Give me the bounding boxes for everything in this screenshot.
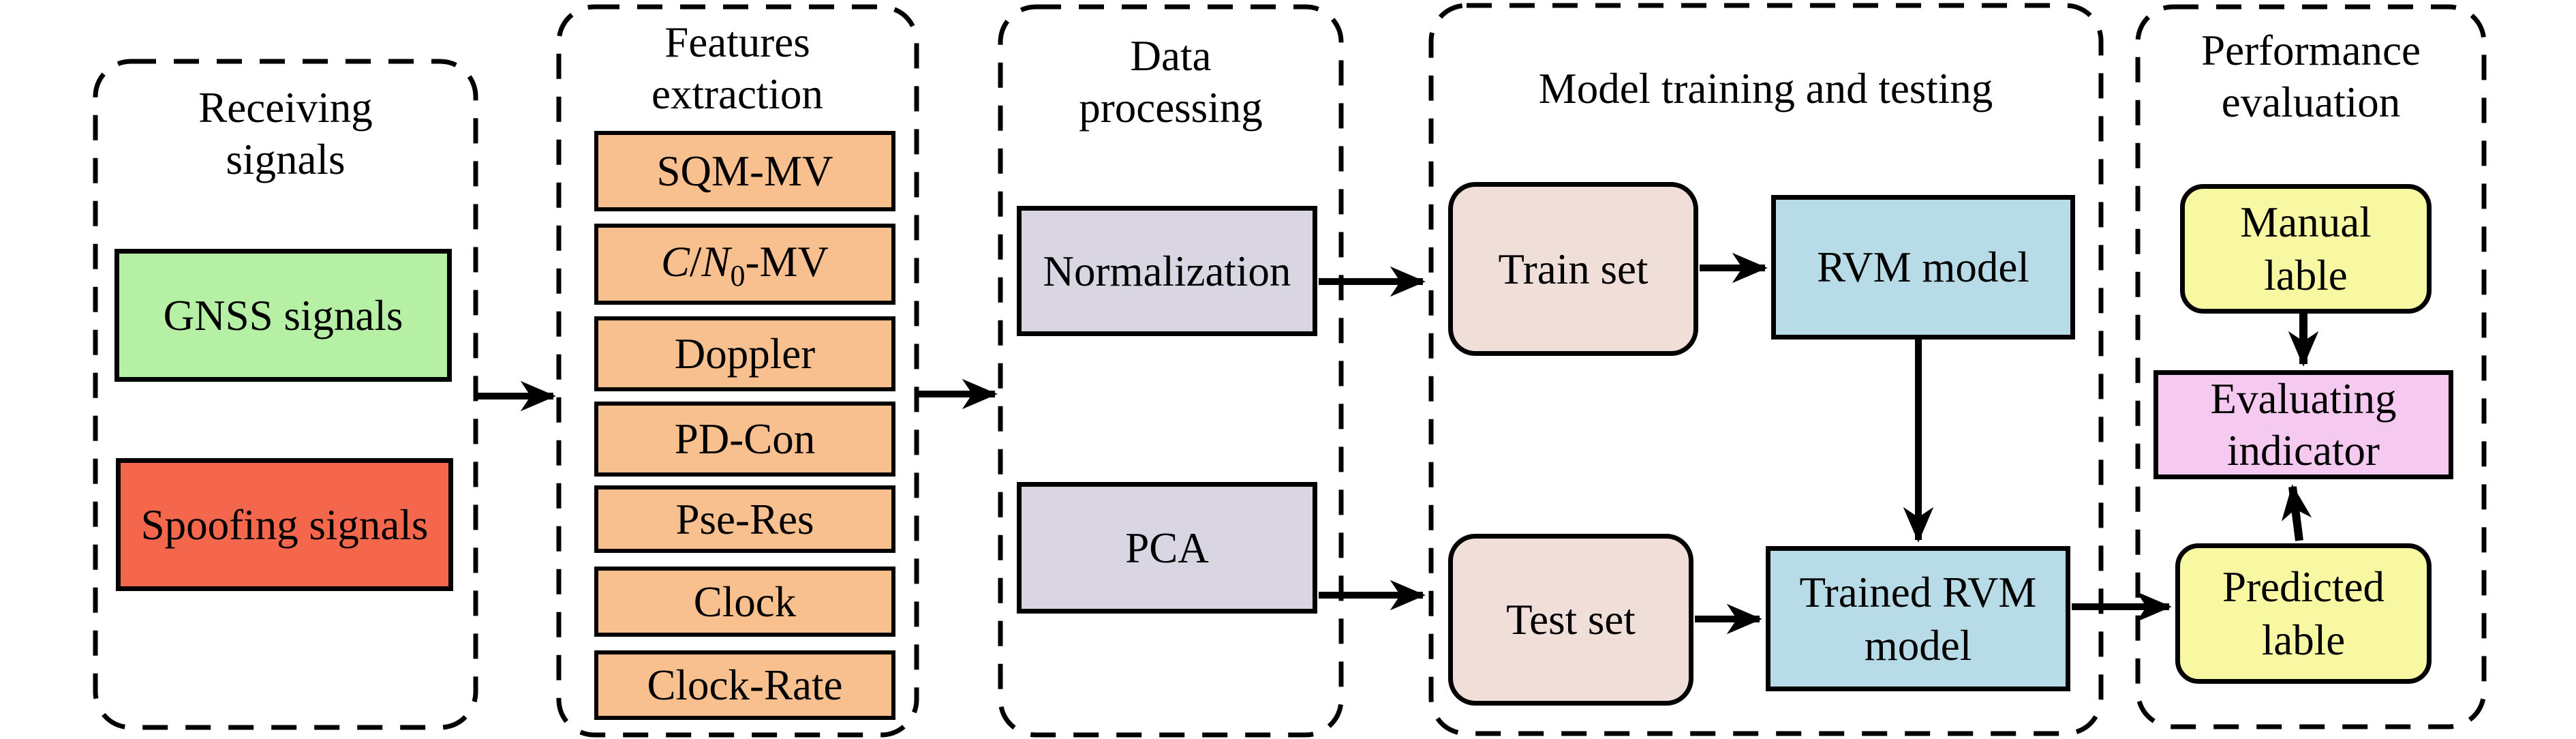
feature-box-clock: Clock (594, 567, 895, 637)
arrow-predicted-label-to-indicator (2281, 484, 2312, 541)
trained-rvm-model-box: Trained RVM model (1766, 546, 2070, 691)
feature-box-sqm-mv: SQM-MV (594, 131, 895, 211)
test-set-box: Test set (1448, 534, 1693, 706)
receiving-signals-group-border (93, 59, 478, 730)
gnss-signals-box: GNSS signals (114, 249, 452, 382)
rvm-model-box: RVM model (1771, 195, 2075, 340)
group-title-features-extraction: Features extraction (651, 18, 823, 118)
feature-box-pse-res: Pse-Res (594, 485, 895, 553)
group-title-model-training: Model training and testing (1538, 65, 1993, 112)
normalization-box: Normalization (1017, 206, 1317, 336)
spoofing-signals-box: Spoofing signals (116, 458, 453, 591)
group-title-receiving-signals: Receiving signals (198, 84, 373, 183)
performance-evaluation-group-border (2135, 4, 2487, 729)
predicted-label-box: Predicted lable (2175, 543, 2432, 684)
feature-box-pd-con: PD-Con (594, 402, 895, 477)
evaluating-indicator-box: Evaluating indicator (2153, 370, 2453, 479)
group-title-performance-evaluation: Performance evaluation (2201, 27, 2421, 126)
feature-box-clock-rate: Clock-Rate (594, 650, 895, 720)
train-set-box: Train set (1448, 182, 1698, 356)
group-title-data-processing: Data processing (1079, 32, 1263, 132)
features-extraction-group-border (556, 4, 919, 738)
manual-label-box: Manual lable (2180, 184, 2432, 314)
pca-box: PCA (1017, 482, 1317, 614)
feature-box-cn0-mv: C/N0-MV (594, 224, 895, 305)
data-processing-group-border (998, 4, 1344, 738)
feature-box-doppler: Doppler (594, 316, 895, 391)
